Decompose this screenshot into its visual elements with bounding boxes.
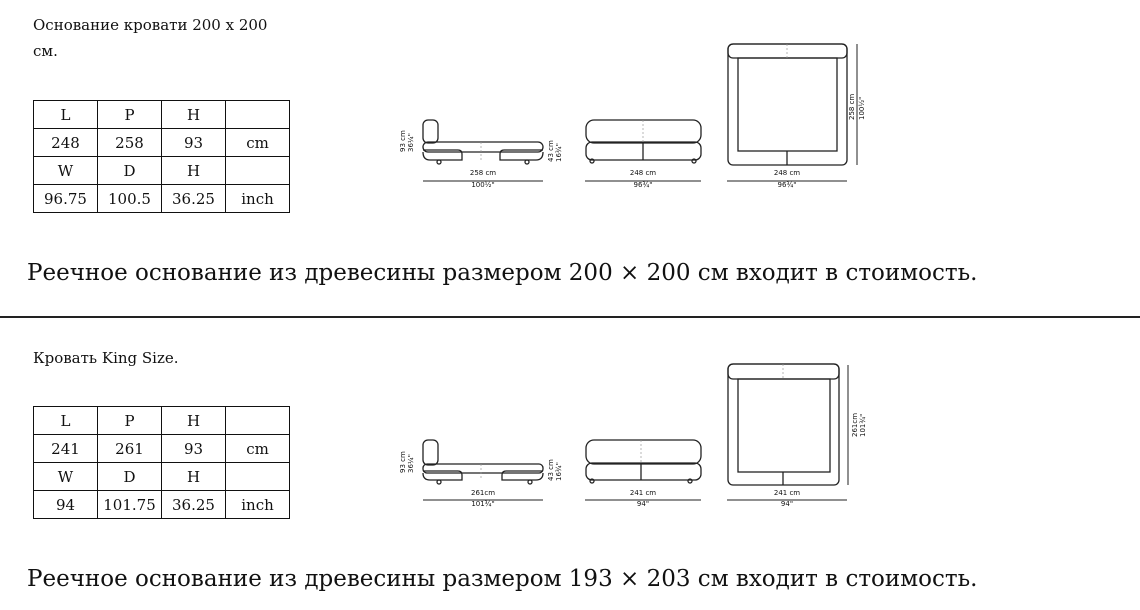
dimension-label: 101¾" [471,500,494,508]
header-cell: H [161,462,226,491]
value-cell: 248 [33,128,98,157]
value-cell: 93 [161,128,226,157]
section-note: Реечное основание из древесины размером … [27,566,978,592]
side-view: 261cm 101¾" 93 cm 36¼" 43 cm 16¾" [399,439,563,508]
dimension-label: 94" [781,500,793,508]
divider [0,316,1140,318]
header-cell: L [33,100,98,129]
dimension-label: 241 cm [630,489,656,497]
unit-cell: inch [225,490,290,519]
dimension-label: 248 cm [774,169,800,177]
dimension-label: 261cm [851,413,859,437]
unit-cell: inch [225,184,290,213]
dimension-label: 96¾" [778,181,797,189]
dimension-label: 258 cm [848,94,856,120]
top-view: 241 cm 94" 261cm 101¾" [727,363,867,508]
section-caption: Кровать King Size. [33,349,179,367]
top-view: 248 cm 96¾" 258 cm 100½" [727,43,866,189]
bed-drawing: 258 cm 100½" 93 cm 36¼" 43 cm 16¾" 248 c… [399,43,866,189]
value-cell: 258 [97,128,162,157]
value-cell: 96.75 [33,184,98,213]
value-cell: 36.25 [161,490,226,519]
header-cell: H [161,406,226,435]
unit-cell: cm [225,128,290,157]
side-view: 258 cm 100½" 93 cm 36¼" 43 cm 16¾" [399,119,563,189]
dimension-label: 16¾" [555,143,563,162]
dimension-label: 101¾" [859,414,867,437]
dimension-label: 94" [637,500,649,508]
header-cell [225,406,290,435]
value-cell: 94 [33,490,98,519]
dimension-label: 241 cm [774,489,800,497]
dimension-label: 100½" [471,181,494,189]
value-cell: 100.5 [97,184,162,213]
dimension-label: 36¼" [407,454,415,473]
value-cell: 93 [161,434,226,463]
value-cell: 36.25 [161,184,226,213]
dimension-label: 43 cm [547,459,555,481]
bed-drawing: 261cm 101¾" 93 cm 36¼" 43 cm 16¾" 241 cm… [399,363,867,508]
dimension-label: 93 cm [399,451,407,473]
section-caption: Основание кровати 200 x 200 см. [33,16,268,60]
dimension-label: 100½" [858,97,866,120]
dimension-label: 248 cm [630,169,656,177]
dimension-label: 16¾" [555,462,563,481]
value-cell: 261 [97,434,162,463]
header-cell [225,156,290,185]
dimension-label: 96¾" [634,181,653,189]
section-note: Реечное основание из древесины размером … [27,260,978,286]
dimension-label: 258 cm [470,169,496,177]
header-cell: P [97,100,162,129]
header-cell [225,462,290,491]
front-view: 241 cm 94" [585,439,702,508]
front-view: 248 cm 96¾" [585,119,702,189]
dimension-label: 43 cm [547,140,555,162]
dimension-label: 93 cm [399,130,407,152]
value-cell: 101.75 [97,490,162,519]
dimension-label: 36¼" [407,133,415,152]
value-cell: 241 [33,434,98,463]
dimension-label: 261cm [471,489,495,497]
